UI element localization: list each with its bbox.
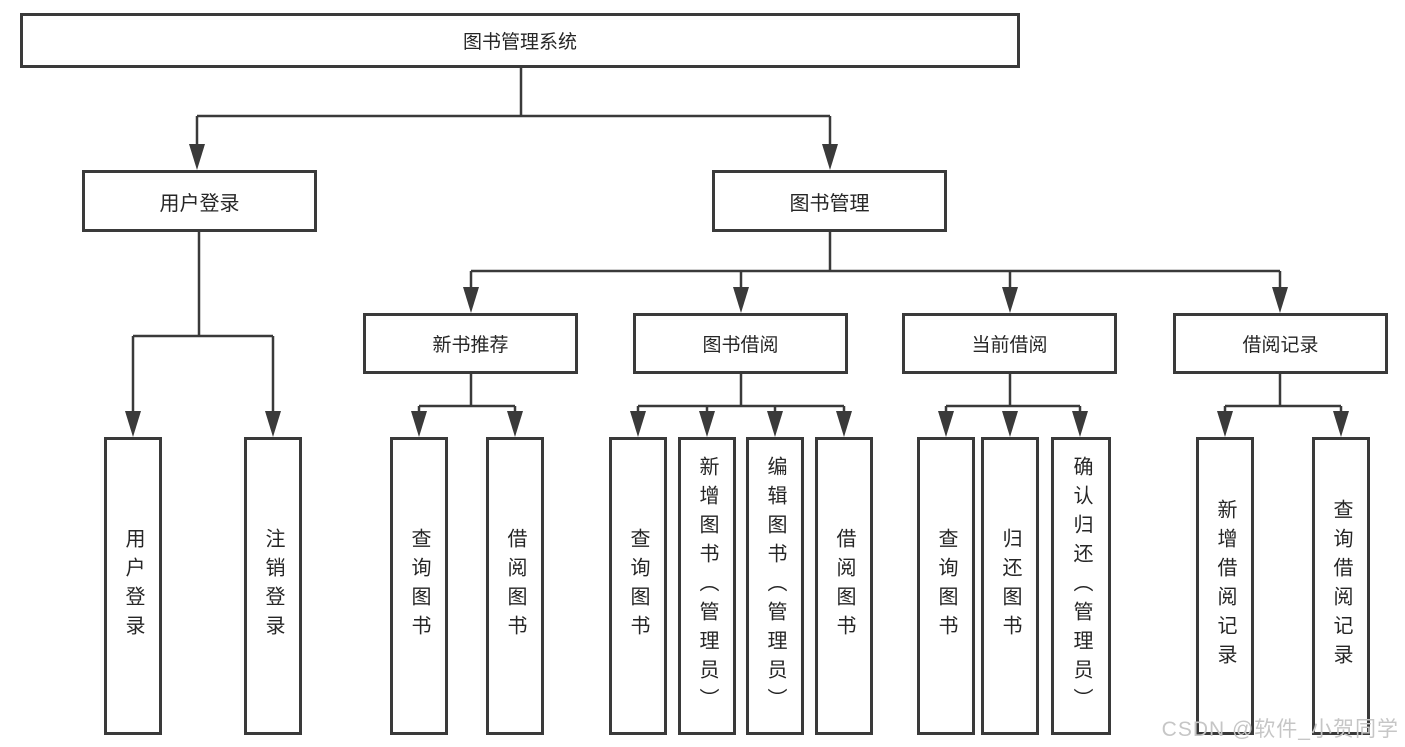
leaf-edit-books-admin: 编辑图书（管理员）: [746, 437, 804, 735]
node-label: 新书推荐: [432, 335, 509, 356]
node-book-management: 图书管理: [712, 170, 947, 232]
node-label: 归还图书: [999, 528, 1021, 644]
leaf-query-books-borrowing: 查询图书: [609, 437, 667, 735]
leaf-query-books-current: 查询图书: [917, 437, 975, 735]
leaf-add-books-admin: 新增图书（管理员）: [678, 437, 736, 735]
node-label: 查询图书: [935, 528, 957, 644]
node-label: 图书管理系统: [462, 32, 577, 53]
node-user-login: 用户登录: [82, 170, 317, 232]
leaf-add-borrow-record: 新增借阅记录: [1196, 437, 1254, 735]
node-library-management-system: 图书管理系统: [20, 13, 1020, 68]
node-label: 新增借阅记录: [1214, 499, 1236, 673]
node-borrowing-records: 借阅记录: [1173, 313, 1388, 374]
node-new-book-recommendation: 新书推荐: [363, 313, 578, 374]
leaf-query-borrow-record: 查询借阅记录: [1312, 437, 1370, 735]
node-label: 用户登录: [122, 528, 144, 644]
leaf-borrow-books: 借阅图书: [815, 437, 873, 735]
arrowheads: [125, 144, 1349, 437]
node-label: 编辑图书（管理员）: [764, 455, 786, 717]
leaf-return-books: 归还图书: [981, 437, 1039, 735]
leaf-query-books-recommend: 查询图书: [390, 437, 448, 735]
node-label: 注销登录: [262, 528, 284, 644]
leaf-borrow-books-recommend: 借阅图书: [486, 437, 544, 735]
node-label: 确认归还（管理员）: [1070, 455, 1092, 717]
node-label: 查询借阅记录: [1330, 499, 1352, 673]
node-label: 图书借阅: [702, 335, 779, 356]
leaf-user-login: 用户登录: [104, 437, 162, 735]
node-book-borrowing: 图书借阅: [633, 313, 848, 374]
node-label: 当前借阅: [971, 335, 1048, 356]
node-label: 查询图书: [408, 528, 430, 644]
node-label: 图书管理: [789, 192, 870, 215]
node-label: 查询图书: [627, 528, 649, 644]
node-current-borrowing: 当前借阅: [902, 313, 1117, 374]
node-label: 新增图书（管理员）: [696, 455, 718, 717]
node-label: 借阅图书: [504, 528, 526, 644]
node-label: 借阅图书: [833, 528, 855, 644]
leaf-logout: 注销登录: [244, 437, 302, 735]
leaf-confirm-return-admin: 确认归还（管理员）: [1051, 437, 1111, 735]
node-label: 借阅记录: [1242, 335, 1319, 356]
node-label: 用户登录: [159, 192, 240, 215]
